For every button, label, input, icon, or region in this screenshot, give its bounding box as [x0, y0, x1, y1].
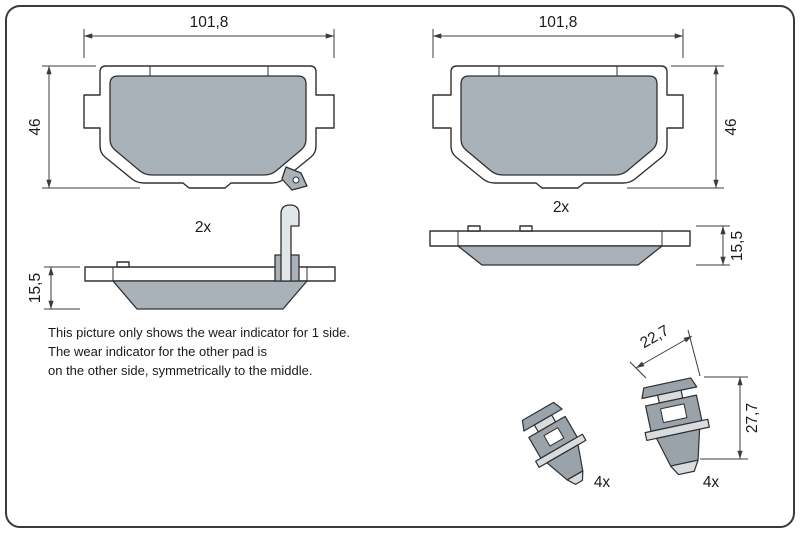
dim-label-pad-thickness-left: 15,5	[27, 273, 44, 303]
clip-wing	[641, 377, 698, 400]
dim-label-clip-height: 27,7	[744, 403, 761, 433]
dim-label-pad-thickness-right: 15,5	[729, 231, 746, 261]
dim-thickness-left: 15,5	[27, 266, 80, 310]
pad-qty-right-label: 2x	[553, 199, 570, 216]
dimension-line	[635, 335, 693, 369]
plate-tab	[519, 225, 533, 232]
brake-pad-outline-left	[83, 65, 335, 189]
dim-height-right: 46	[627, 65, 740, 189]
dim-label-pad-height-right: 46	[723, 118, 740, 135]
clip-tip	[670, 459, 699, 476]
dim-label-pad-width-right: 101,8	[539, 14, 578, 31]
dim-clip-width: 22,7	[629, 322, 701, 379]
clip-tip	[566, 470, 584, 485]
note: This picture only shows the wear indicat…	[48, 325, 350, 378]
clip-small	[521, 401, 587, 485]
plate-tab	[467, 225, 481, 232]
clip-flange	[644, 418, 710, 442]
pad-qty-left-label: 2x	[195, 219, 212, 236]
front-view-left: 101,8 46	[27, 14, 335, 191]
dim-clip-height: 27,7	[700, 376, 761, 460]
dim-label-pad-width-left: 101,8	[190, 14, 229, 31]
clip-slot	[660, 403, 688, 424]
extension-line	[629, 361, 647, 379]
dim-height-left: 46	[27, 65, 140, 189]
clip-flange	[535, 433, 587, 468]
clip-large	[641, 377, 710, 476]
wear-indicator-rivet	[292, 176, 300, 184]
dim-label-clip-width: 22,7	[637, 322, 672, 352]
backing-plate-side	[429, 230, 691, 247]
image-border	[5, 5, 795, 528]
dim-width-left: 101,8	[83, 14, 335, 58]
clip-qty-small-label: 4x	[594, 474, 611, 491]
note-line-1: This picture only shows the wear indicat…	[48, 325, 350, 340]
brake-pad-outline-right	[432, 65, 684, 189]
dim-width-right: 101,8	[432, 14, 684, 58]
clip-qty-large-label: 4x	[703, 474, 720, 491]
dim-thickness-right: 15,5	[696, 225, 746, 266]
clip-slot	[543, 427, 565, 447]
wear-indicator-side	[274, 204, 300, 282]
plate-tab	[116, 261, 130, 268]
wear-indicator-hook	[280, 204, 300, 282]
side-view-left: 15,5	[27, 204, 336, 310]
wear-indicator-front	[281, 166, 308, 191]
note-line-3: on the other side, symmetrically to the …	[48, 363, 312, 378]
friction-material-side	[112, 280, 308, 310]
friction-material-side	[457, 245, 663, 266]
note-line-2: The wear indicator for the other pad is	[48, 344, 267, 359]
dim-label-pad-height-left: 46	[27, 118, 44, 135]
fitting-kit: 22,7 27,7 4x 4x	[521, 322, 761, 491]
side-view-right: 15,5	[429, 225, 746, 266]
clip-wing	[521, 401, 563, 432]
front-view-right: 101,8 46	[432, 14, 740, 189]
